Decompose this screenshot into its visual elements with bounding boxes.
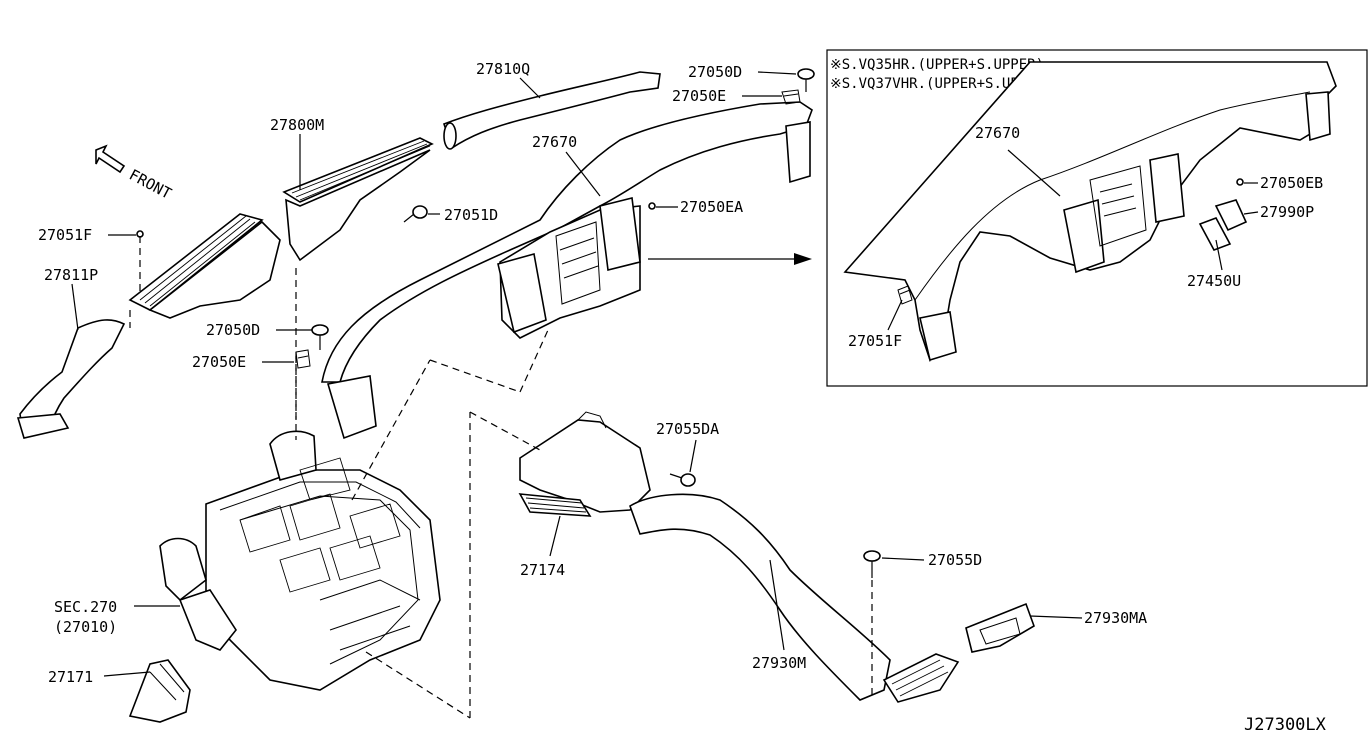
inset-label-27990P: 27990P <box>1260 203 1314 221</box>
grille-27811P-body <box>148 220 281 319</box>
inset-vent-1 <box>1063 198 1105 274</box>
label-27800M: 27800M <box>270 116 324 134</box>
duct-27810Q-end <box>443 122 457 150</box>
inset-vent-2 <box>1149 153 1185 223</box>
front-arrow-icon <box>95 144 126 174</box>
duct-27670-vent-1 <box>497 252 547 334</box>
heater-unit-sec270 <box>159 430 441 691</box>
inset-label-27050EB: 27050EB <box>1260 174 1323 192</box>
grille-27800M <box>282 137 434 203</box>
label-27050EA: 27050EA <box>680 198 743 216</box>
inset-label-27670: 27670 <box>975 124 1020 142</box>
label-27171: 27171 <box>48 668 93 686</box>
part-27171 <box>128 659 191 723</box>
duct-27930M <box>629 493 891 701</box>
inset-leader-27450U <box>1215 239 1223 271</box>
duct-27670-left-outlet <box>326 375 377 440</box>
inset-leader-27990P <box>1243 211 1259 215</box>
guide-lines <box>129 236 873 719</box>
label-27055D: 27055D <box>928 551 982 569</box>
label-27051D: 27051D <box>444 206 498 224</box>
inset-arrow <box>648 253 812 265</box>
screw-27050D-mid <box>311 324 329 350</box>
label-27930MA: 27930MA <box>1084 609 1147 627</box>
drawing-code: J27300LX <box>1244 715 1327 735</box>
label-27055DA: 27055DA <box>656 420 719 438</box>
label-27811P: 27811P <box>44 266 98 284</box>
clip-27050E-mid <box>295 349 311 369</box>
inset-panel: ※S.VQ35HR.(UPPER+S.UPPER) ※S.VQ37VHR.(UP… <box>826 49 1368 387</box>
label-27050D-mid: 27050D <box>206 321 260 339</box>
label-sec270-sub: (27010) <box>54 618 117 636</box>
label-27174: 27174 <box>520 561 565 579</box>
label-27670: 27670 <box>532 133 577 151</box>
duct-27670-vent-2 <box>599 197 641 271</box>
label-27050E-top: 27050E <box>672 87 726 105</box>
label-27051F: 27051F <box>38 226 92 244</box>
inset-label-27450U: 27450U <box>1187 272 1241 290</box>
leader-lines <box>71 71 1083 677</box>
inset-note-1: ※S.VQ35HR.(UPPER+S.UPPER) <box>830 57 1044 73</box>
inset-outlet-left <box>919 311 957 362</box>
inset-center-box <box>1089 165 1147 247</box>
duct-27930MA <box>965 602 1035 653</box>
duct-27174-grille <box>525 497 587 513</box>
duct-27670 <box>321 101 813 383</box>
inset-screw-27050EB <box>1236 178 1244 186</box>
label-sec270: SEC.270 <box>54 598 117 616</box>
side-duct-left-outlet <box>16 413 70 439</box>
duct-27930M-grille <box>891 659 949 697</box>
label-27050E-mid: 27050E <box>192 353 246 371</box>
inset-clip-27051F <box>897 285 913 305</box>
inset-leader-27670 <box>1007 149 1061 197</box>
duct-27670-center-detail <box>555 221 601 305</box>
screw-27055DA <box>669 473 696 487</box>
label-27050D-top: 27050D <box>688 63 742 81</box>
part-labels: 27810Q 27050D 27050E 27800M 27670 27051D… <box>38 60 1327 735</box>
screw-27050EA <box>648 202 656 210</box>
screw-27051D <box>403 205 428 223</box>
screw-27050D-top <box>797 68 815 92</box>
inset-note-2: ※S.VQ37VHR.(UPPER+S.UPPER) <box>830 76 1052 92</box>
front-label: FRONT <box>126 166 174 203</box>
duct-27174 <box>519 419 651 513</box>
part-27171-detail <box>149 663 185 701</box>
inset-part-27450U <box>1198 217 1232 251</box>
inset-outlet-right <box>1305 91 1331 142</box>
clip-27050E-top <box>781 89 801 105</box>
duct-27810Q <box>442 71 661 150</box>
label-27810Q: 27810Q <box>476 60 530 78</box>
duct-27930MA-grille <box>979 617 1021 645</box>
duct-27670-right-outlet <box>785 121 811 184</box>
inset-frame <box>826 49 1368 387</box>
grille-27800M-slats <box>291 140 431 201</box>
inset-leader-27051F <box>887 299 903 331</box>
grille-27800M-body <box>285 149 431 262</box>
label-27930M: 27930M <box>752 654 806 672</box>
inset-label-27051F: 27051F <box>848 332 902 350</box>
grille-27811P-slats <box>139 215 256 307</box>
inset-duct-inner <box>914 91 1311 301</box>
screw-27055D <box>863 550 881 578</box>
inset-part-27990P <box>1214 199 1248 232</box>
duct-27174-top <box>577 411 607 429</box>
front-indicator: FRONT <box>95 144 174 203</box>
side-duct-left <box>19 319 126 429</box>
